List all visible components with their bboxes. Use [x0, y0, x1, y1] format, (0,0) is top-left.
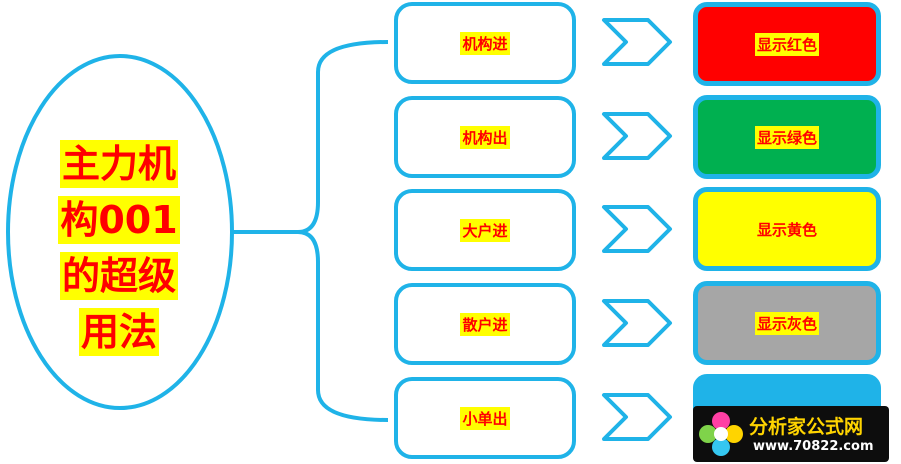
result-box-gray: 显示灰色	[693, 281, 881, 365]
signal-label: 机构出	[460, 125, 510, 149]
result-label: 显示红色	[754, 32, 819, 56]
main-topic-line: 用法	[78, 308, 159, 356]
main-topic-line: 主力机	[59, 140, 178, 188]
result-box-red: 显示红色	[693, 2, 881, 86]
main-topic: 主力机 构001 的超级 用法	[44, 140, 194, 364]
signal-label: 小单出	[460, 406, 510, 430]
signal-box-retail-in: 散户进	[394, 283, 576, 365]
flower-logo-icon	[699, 412, 743, 456]
result-label: 显示绿色	[754, 125, 819, 149]
site-logo: 分析家公式网 www.70822.com	[693, 406, 889, 462]
signal-label: 散户进	[460, 312, 510, 336]
signal-label: 大户进	[460, 218, 510, 242]
chevron-arrow-icon	[602, 299, 672, 347]
curly-brace	[297, 40, 389, 422]
main-topic-line: 构001	[58, 196, 180, 244]
signal-box-institution-out: 机构出	[394, 96, 576, 178]
logo-url: www.70822.com	[753, 439, 874, 454]
result-box-green: 显示绿色	[693, 95, 881, 179]
chevron-arrow-icon	[602, 393, 672, 441]
result-label: 显示黄色	[754, 217, 819, 241]
chevron-arrow-icon	[602, 112, 672, 160]
result-label: 显示灰色	[754, 311, 819, 335]
logo-name: 分析家公式网	[749, 416, 864, 438]
signal-box-institution-in: 机构进	[394, 2, 576, 84]
chevron-arrows	[602, 18, 672, 441]
signal-box-big-holder-in: 大户进	[394, 189, 576, 271]
signal-box-small-order-out: 小单出	[394, 377, 576, 459]
chevron-arrow-icon	[602, 205, 672, 253]
signal-label: 机构进	[460, 31, 510, 55]
main-topic-line: 的超级	[59, 252, 178, 300]
chevron-arrow-icon	[602, 18, 672, 66]
result-box-yellow: 显示黄色	[693, 187, 881, 271]
